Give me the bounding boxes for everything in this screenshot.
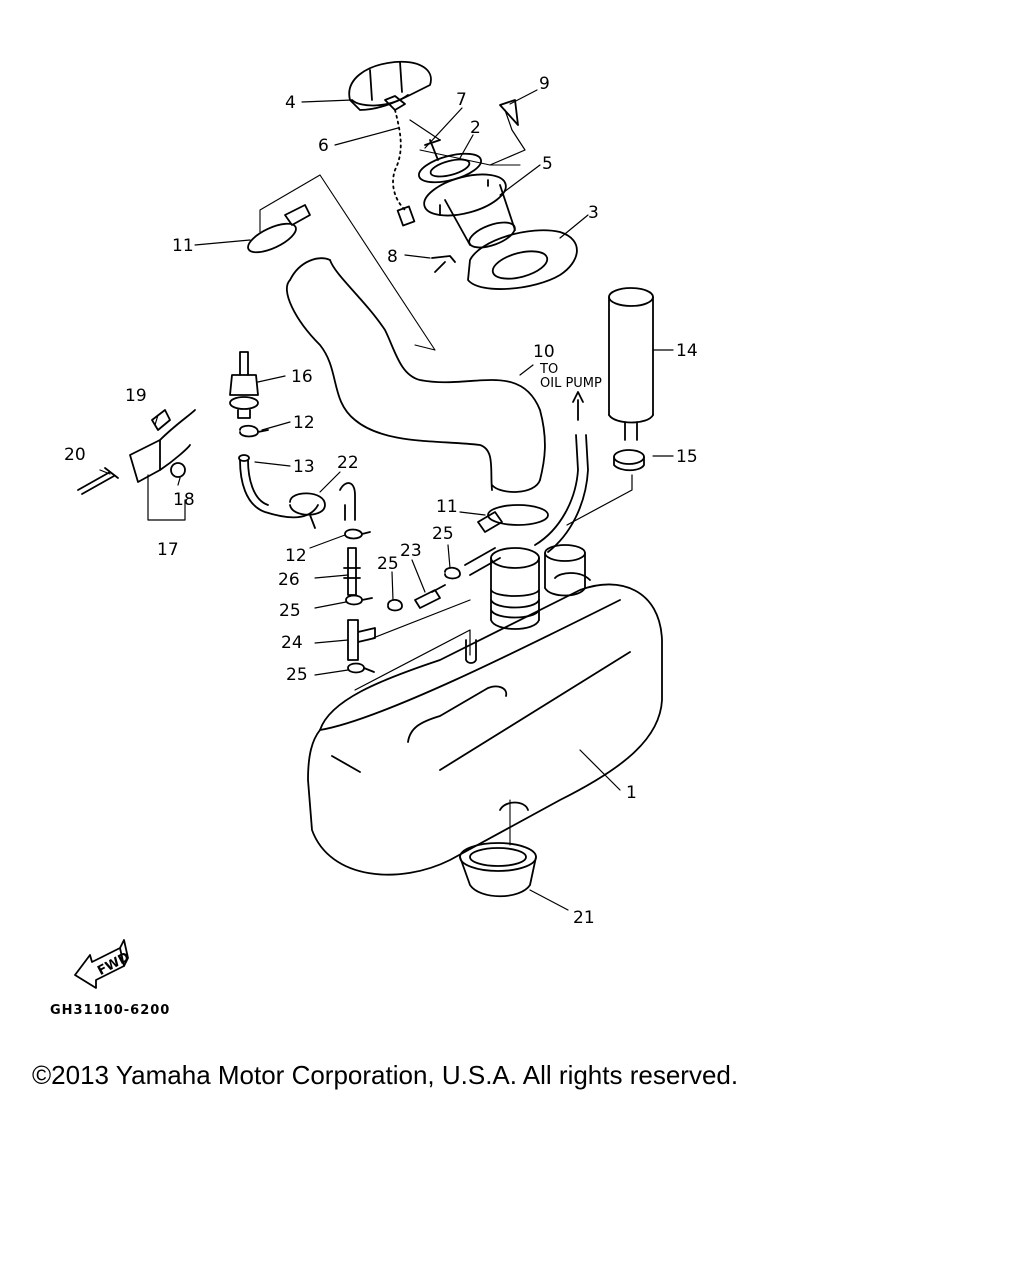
- hose-clip-25-mid: [387, 598, 403, 612]
- callout-25-c: 25: [279, 601, 301, 621]
- fwd-label: FWD: [95, 950, 132, 979]
- filter-bracket: [129, 409, 196, 483]
- callout-24: 24: [281, 633, 303, 653]
- chain-clip: [396, 205, 416, 227]
- hose-clip-25-right: [444, 566, 461, 580]
- fuel-hose-end: [238, 454, 250, 462]
- hose-clip-25-left: [345, 594, 373, 606]
- hose-to-joint: [339, 482, 356, 521]
- hose-clamp-bottom-tab: [477, 511, 503, 533]
- hose-clamp-22: [289, 492, 326, 529]
- cone-screw: [499, 99, 519, 126]
- hose-stub: [464, 547, 501, 576]
- callout-5: 5: [542, 154, 553, 174]
- oil-pump-arrow: [572, 391, 584, 421]
- hose-clamp-top-tab: [284, 204, 311, 226]
- callout-16: 16: [291, 367, 313, 387]
- callout-9: 9: [539, 74, 550, 94]
- callout-6: 6: [318, 136, 329, 156]
- oil-pump-line: [534, 434, 589, 553]
- fuel-filter: [229, 351, 259, 419]
- hose-clip-25-bottom: [347, 662, 375, 674]
- part-number: GH31100-6200: [50, 1003, 171, 1018]
- filler-cap: [348, 60, 432, 111]
- grommet: [613, 449, 645, 465]
- gasket-ring-inner: [429, 158, 471, 178]
- callout-11-bottom: 11: [436, 497, 458, 517]
- small-clip: [431, 255, 456, 273]
- vent-filter: [608, 287, 654, 441]
- callout-12-upper: 12: [293, 413, 315, 433]
- bolt-20: [77, 467, 119, 495]
- tank-feed-lines: [354, 599, 471, 691]
- joint-26: [343, 547, 361, 596]
- callout-22: 22: [337, 453, 359, 473]
- tank-filler-neck: [490, 547, 540, 630]
- callout-26: 26: [278, 570, 300, 590]
- callout-10: 10: [533, 342, 555, 362]
- callout-12-lower: 12: [285, 546, 307, 566]
- drain-cap: [459, 842, 537, 898]
- callout-1: 1: [626, 783, 637, 803]
- callout-25-b: 25: [377, 554, 399, 574]
- screw: [424, 139, 441, 161]
- hose-clip-upper: [239, 424, 269, 438]
- t-joint: [347, 619, 376, 661]
- callout-19: 19: [125, 386, 147, 406]
- exploded-parts-diagram: 1 2 3 4 5 6 7 8 9 10 11 11 12 12 13 14 1…: [64, 60, 698, 989]
- bracket-17-leader: [147, 474, 186, 521]
- annotation-to: TO: [539, 362, 558, 377]
- callout-25-a: 25: [432, 524, 454, 544]
- callout-2: 2: [470, 118, 481, 138]
- callout-18: 18: [173, 490, 195, 510]
- cap-chain: [392, 109, 406, 211]
- callout-15: 15: [676, 447, 698, 467]
- vent-leader: [566, 474, 633, 526]
- callout-20: 20: [64, 445, 86, 465]
- oil-tank: [307, 572, 663, 876]
- filler-hose: [285, 257, 546, 493]
- annotation-oil-pump: OIL PUMP: [540, 376, 602, 391]
- callout-14: 14: [676, 341, 698, 361]
- copyright-notice: ©2013 Yamaha Motor Corporation, U.S.A. A…: [32, 1060, 739, 1090]
- hose-clamp-top: [247, 222, 297, 254]
- tank-vent-neck: [544, 544, 586, 597]
- check-valve: [414, 584, 446, 609]
- callout-21: 21: [573, 908, 595, 928]
- hose-clamp-bottom: [487, 504, 549, 526]
- callout-23: 23: [400, 541, 422, 561]
- callout-25-d: 25: [286, 665, 308, 685]
- tank-bottom-outlet: [499, 801, 529, 811]
- leader-lines: [99, 89, 674, 911]
- callout-3: 3: [588, 203, 599, 223]
- filler-neck-flange: [423, 173, 516, 249]
- callout-4: 4: [285, 93, 296, 113]
- grommet-side: [613, 456, 645, 472]
- callout-11-top: 11: [172, 236, 194, 256]
- callout-8: 8: [387, 247, 398, 267]
- callout-17: 17: [157, 540, 179, 560]
- tank-nipple: [465, 639, 477, 664]
- alignment-lines: [259, 149, 521, 351]
- screw-9-leader: [489, 109, 526, 166]
- callout-7: 7: [456, 90, 467, 110]
- callout-13: 13: [293, 457, 315, 477]
- fwd-arrow-icon: [74, 939, 129, 989]
- hose-clip-lower: [344, 528, 371, 540]
- gasket-plate: [467, 229, 578, 290]
